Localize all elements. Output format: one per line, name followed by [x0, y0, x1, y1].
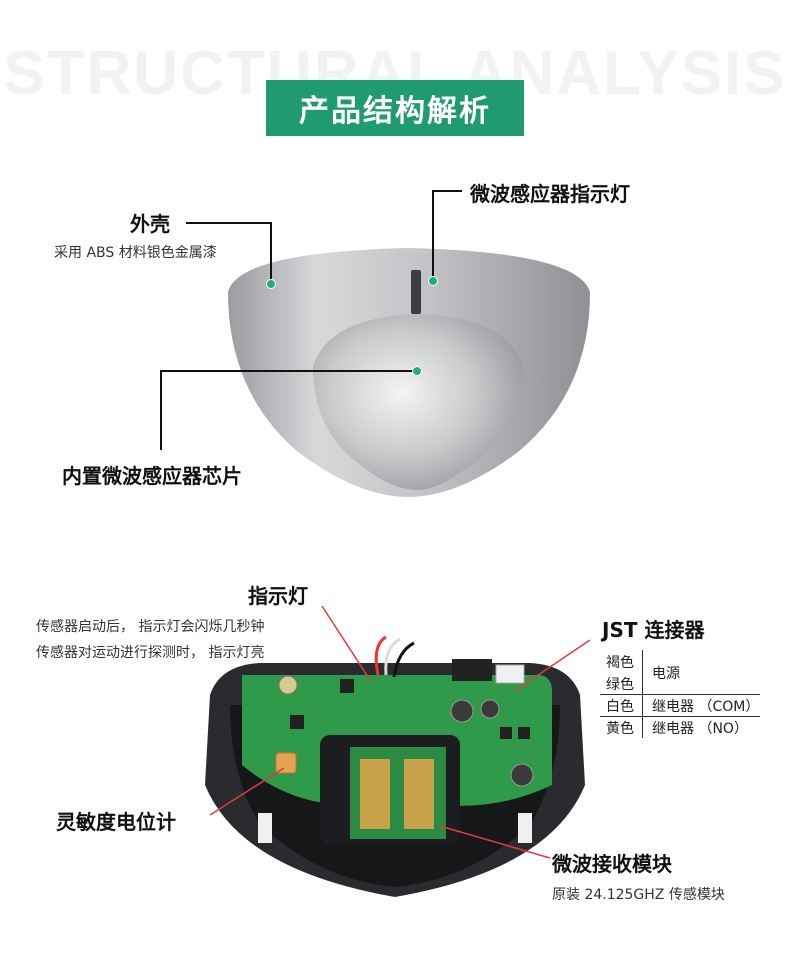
chip-leader	[160, 370, 416, 372]
indicator-label-top: 微波感应器指示灯	[470, 182, 630, 206]
wire-relay-no: 继电器 （NO）	[652, 721, 748, 737]
module-label: 微波接收模块	[552, 852, 672, 876]
module-desc: 原装 24.125GHZ 传感模块	[552, 887, 725, 903]
chip-dot	[412, 366, 422, 376]
indicator-leader	[432, 190, 462, 192]
shell-dot	[266, 279, 276, 289]
pcb-image	[200, 635, 590, 905]
dome-image	[218, 242, 598, 502]
wire-yellow: 黄色	[606, 721, 634, 737]
indicator-desc-2: 传感器对运动进行探测时， 指示灯亮	[36, 645, 265, 661]
pot-label: 灵敏度电位计	[56, 810, 176, 834]
chip-label: 内置微波感应器芯片	[62, 464, 242, 488]
page-title: 产品结构解析	[266, 80, 524, 136]
shell-leader-v	[270, 222, 272, 282]
wire-brown: 褐色	[606, 655, 634, 671]
wire-relay-com: 继电器 （COM）	[652, 699, 760, 715]
indicator-label-bottom: 指示灯	[248, 584, 308, 608]
jst-label: JST 连接器	[602, 618, 705, 642]
shell-leader	[186, 222, 272, 224]
wire-power: 电源	[652, 666, 680, 682]
indicator-leader-v	[432, 190, 434, 278]
wire-green: 绿色	[606, 677, 634, 693]
chip-leader-v	[160, 370, 162, 450]
indicator-dot	[428, 276, 438, 286]
indicator-desc-1: 传感器启动后， 指示灯会闪烁几秒钟	[36, 619, 265, 635]
shell-desc: 采用 ABS 材料银色金属漆	[54, 245, 217, 261]
wire-white: 白色	[606, 699, 634, 715]
shell-label: 外壳	[130, 212, 170, 236]
